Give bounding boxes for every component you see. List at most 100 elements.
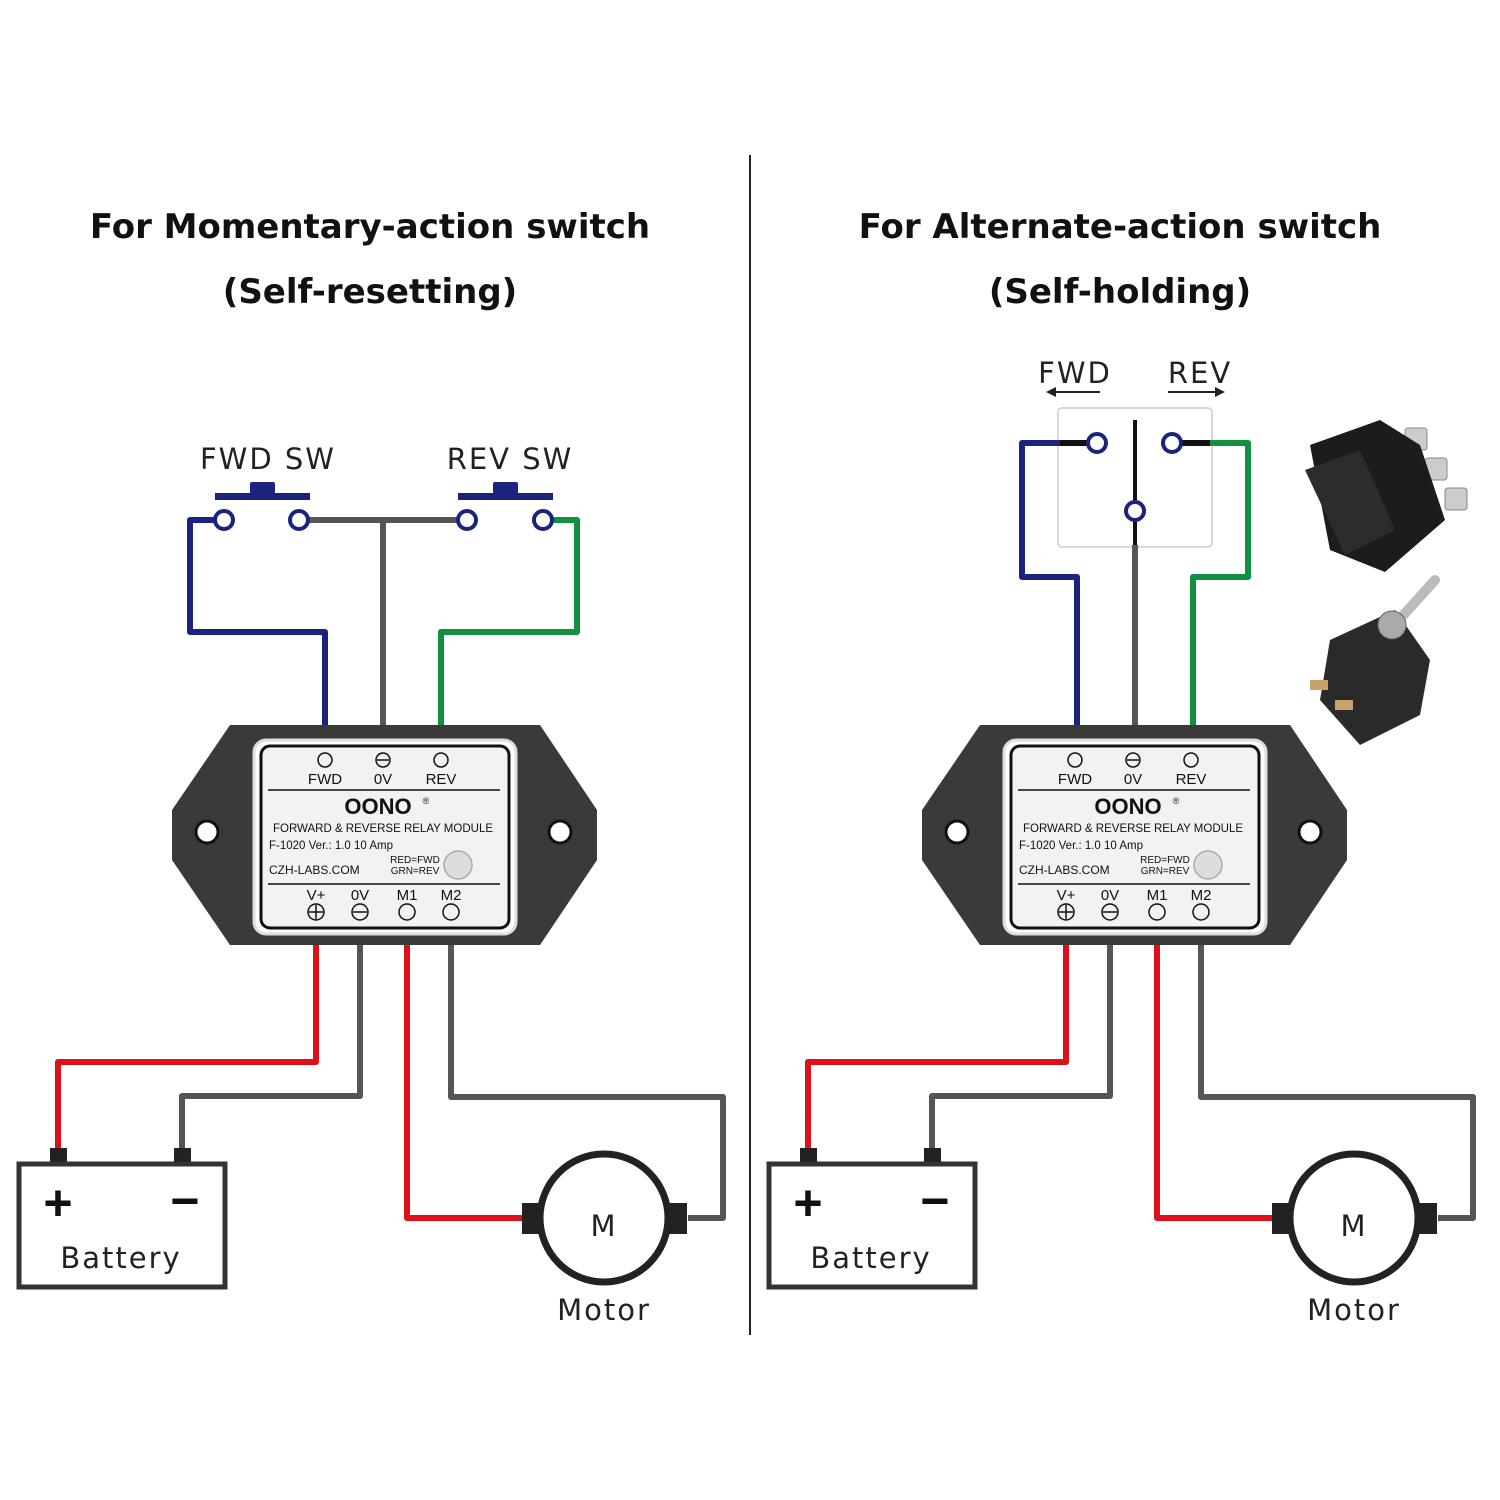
fwd-arrow-icon — [1046, 387, 1056, 397]
terminal-label: M2 — [441, 887, 462, 904]
terminal-circle — [317, 752, 333, 768]
rev-label: REV — [1168, 356, 1232, 390]
brand-logo: OONO — [344, 794, 411, 819]
battery-icon — [766, 1161, 978, 1290]
terminal-circle — [1183, 752, 1199, 768]
button-bar — [215, 493, 310, 500]
button-knob — [493, 482, 518, 494]
terminal-circle — [375, 752, 391, 768]
panel-subtitle: (Self-resetting) — [223, 272, 517, 312]
panel-title: For Momentary-action switch — [90, 207, 650, 247]
terminal-label: FWD — [308, 771, 342, 788]
led-legend: GRN=REV — [391, 866, 440, 877]
rev-wire — [1190, 440, 1251, 725]
terminal-circle — [307, 903, 325, 921]
motor-m1-wire — [1154, 945, 1275, 1221]
registered-mark: ® — [1173, 796, 1180, 806]
battery-terminal — [924, 1148, 941, 1164]
toggle-body — [1320, 610, 1430, 745]
terminal-circle — [398, 903, 416, 921]
rev-wire — [438, 517, 580, 725]
battery-negative-wire — [929, 945, 1113, 1152]
mounting-hole — [194, 819, 220, 845]
label-border — [1009, 744, 1261, 930]
switch-pin — [1335, 700, 1353, 710]
battery-plus: + — [793, 1175, 822, 1231]
terminal-circle — [351, 903, 369, 921]
terminal-label: 0V — [1124, 771, 1142, 788]
terminal-label: 0V — [374, 771, 392, 788]
motor-m2-wire — [448, 945, 726, 1221]
motor-connector — [667, 1203, 687, 1234]
model-text: F-1020 Ver.: 1.0 10 Amp — [269, 840, 393, 852]
rocker-switch-image — [1305, 420, 1468, 572]
fwd-pushbutton-switch — [213, 482, 310, 531]
led-legend: RED=FWD — [1140, 855, 1190, 866]
terminal-label: V+ — [1057, 887, 1076, 904]
motor-icon — [1286, 1150, 1422, 1286]
toggle-nut — [1377, 610, 1407, 640]
terminal-label: M2 — [1191, 887, 1212, 904]
rev-pushbutton-switch — [456, 482, 554, 531]
toggle-switch-image — [1310, 575, 1440, 745]
battery-terminal — [174, 1148, 191, 1164]
mounting-hole — [1297, 819, 1323, 845]
led-indicator — [443, 850, 473, 880]
led-indicator — [1193, 850, 1223, 880]
terminal-label: M1 — [1147, 887, 1168, 904]
battery-negative-wire — [179, 945, 363, 1152]
battery-label: Battery — [60, 1241, 181, 1275]
switch-terminal — [456, 509, 478, 531]
website-text: CZH-LABS.COM — [1019, 863, 1110, 877]
battery-icon — [16, 1161, 228, 1290]
mounting-hole — [547, 819, 573, 845]
panel-title: For Alternate-action switch — [859, 207, 1382, 247]
motor-icon — [536, 1150, 672, 1286]
terminal-circle — [1125, 752, 1141, 768]
switch-terminal — [1086, 432, 1108, 454]
terminal-circle — [1067, 752, 1083, 768]
registered-mark: ® — [423, 796, 430, 806]
terminal-label: REV — [1176, 771, 1207, 788]
motor-m2-wire — [1198, 945, 1476, 1221]
terminal-circle — [1101, 903, 1119, 921]
battery-positive-wire — [805, 945, 1069, 1152]
terminal-circle — [1148, 903, 1166, 921]
switch-terminal — [288, 509, 310, 531]
fwd-label: FWD — [1038, 356, 1112, 390]
panel-subtitle: (Self-holding) — [989, 272, 1251, 312]
switch-terminal — [1124, 500, 1146, 522]
fwd-switch-label: FWD SW — [200, 442, 336, 476]
led-legend: RED=FWD — [390, 855, 440, 866]
terminal-label: FWD — [1058, 771, 1092, 788]
switch-pin — [1444, 487, 1468, 511]
panel-alternate: For Alternate-action switch (Self-holding… — [766, 207, 1476, 1327]
motor-label: Motor — [557, 1293, 651, 1327]
label-border — [259, 744, 511, 930]
switch-pin — [1310, 680, 1328, 690]
button-bar — [458, 493, 553, 500]
terminal-circle — [442, 903, 460, 921]
fwd-wire — [187, 517, 328, 725]
module-name: FORWARD & REVERSE RELAY MODULE — [273, 823, 493, 835]
terminal-circle — [433, 752, 449, 768]
terminal-label: V+ — [307, 887, 326, 904]
terminal-label: REV — [426, 771, 457, 788]
battery-minus: − — [920, 1173, 949, 1229]
terminal-label: M1 — [397, 887, 418, 904]
terminal-circle — [1192, 903, 1210, 921]
battery-minus: − — [170, 1173, 199, 1229]
mounting-hole — [944, 819, 970, 845]
switch-terminal — [213, 509, 235, 531]
rev-arrow-icon — [1215, 387, 1225, 397]
led-legend: GRN=REV — [1141, 866, 1190, 877]
relay-module: FWD 0V REV OONO ® FORWARD & REVERSE RELAY MOD… — [172, 725, 597, 945]
model-text: F-1020 Ver.: 1.0 10 Amp — [1019, 840, 1143, 852]
battery-positive-wire — [55, 945, 319, 1152]
motor-label: Motor — [1307, 1293, 1401, 1327]
motor-symbol: M — [590, 1209, 617, 1243]
motor-connector — [1417, 1203, 1437, 1234]
